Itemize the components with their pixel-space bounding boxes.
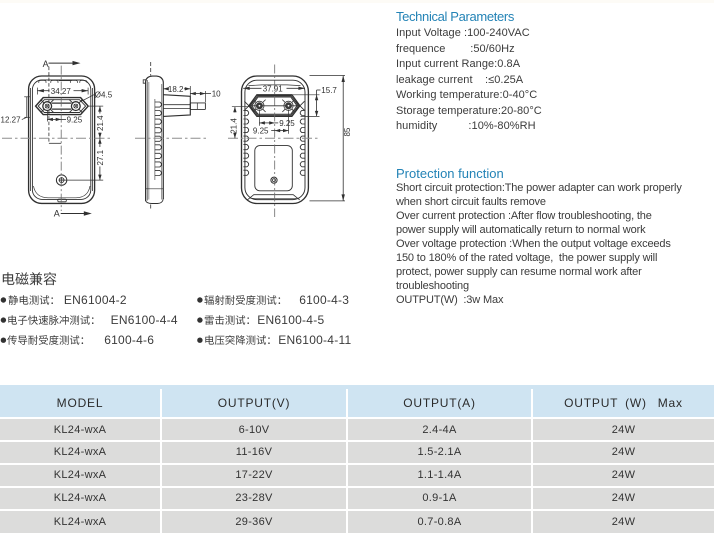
svg-text:21.4: 21.4 bbox=[230, 118, 239, 134]
svg-text:9.25: 9.25 bbox=[253, 127, 269, 136]
svg-text:A: A bbox=[54, 208, 60, 218]
svg-text:12.27: 12.27 bbox=[1, 115, 22, 124]
svg-text:Ø4.5: Ø4.5 bbox=[95, 90, 113, 99]
svg-text:9.25: 9.25 bbox=[67, 115, 83, 124]
svg-text:85: 85 bbox=[343, 127, 352, 136]
svg-text:15.7: 15.7 bbox=[321, 86, 337, 95]
svg-text:9.25: 9.25 bbox=[279, 119, 295, 128]
svg-text:34.27: 34.27 bbox=[51, 87, 72, 96]
svg-text:A: A bbox=[43, 59, 49, 69]
svg-text:10: 10 bbox=[212, 90, 221, 99]
svg-text:27.1: 27.1 bbox=[96, 149, 105, 165]
svg-text:18.2: 18.2 bbox=[168, 85, 184, 94]
svg-text:37.91: 37.91 bbox=[263, 85, 284, 94]
svg-text:21.4: 21.4 bbox=[96, 115, 105, 131]
